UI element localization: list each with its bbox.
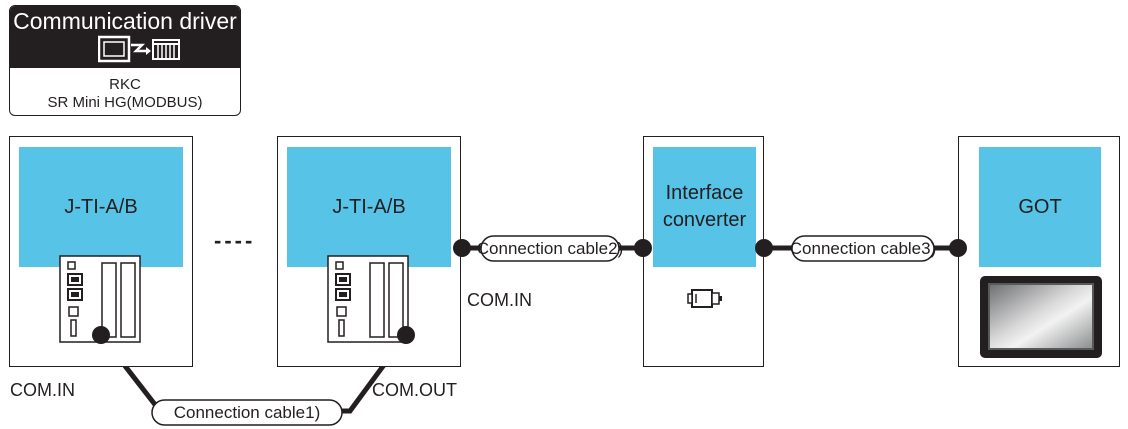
device-box-2: J-TI-A/B [277,136,461,367]
connector-dot [755,239,773,257]
cable2-pill [480,235,620,262]
ellipsis: ---- [214,228,256,253]
port-com-out: COM.OUT [372,380,457,400]
cable1-pill [151,399,343,426]
converter-panel: Interface converter [653,147,756,267]
cable2-label: Connection cable2) [476,238,624,258]
cable1-label: Connection cable1) [173,402,321,422]
connector-dot [949,239,967,257]
connector-dot [92,326,110,344]
got-display-icon [980,276,1102,358]
converter-name-line2: converter [662,209,747,231]
cable3-label: Connection cable3) [789,238,937,258]
converter-name-line1: Interface [665,182,744,204]
cable3-pill [791,235,935,262]
connector-dot [397,326,415,344]
got-panel: GOT [979,147,1101,267]
driver-icon [98,35,180,63]
connector-dot [453,239,471,257]
driver-header: Communication driver [10,6,240,68]
device-2-name: J-TI-A/B [332,195,406,218]
got-box: GOT [958,136,1120,367]
connector-dot [634,239,652,257]
driver-model: SR Mini HG(MODBUS) [47,94,203,111]
port-com-in-left: COM.IN [10,380,75,400]
device-1-panel: J-TI-A/B [19,147,183,267]
driver-title: Communication driver [13,8,237,34]
temperature-controller-icon [327,255,409,343]
device-1-name: J-TI-A/B [64,195,138,218]
communication-driver-badge: Communication driver RKC SR Mini HG(MODB… [9,5,241,116]
interface-converter-box: Interface converter [643,136,764,367]
driver-manufacturer: RKC [109,76,141,93]
got-name: GOT [1018,195,1062,218]
device-2-panel: J-TI-A/B [287,147,451,267]
port-com-in-middle: COM.IN [467,290,532,310]
interface-converter-icon [687,289,722,308]
